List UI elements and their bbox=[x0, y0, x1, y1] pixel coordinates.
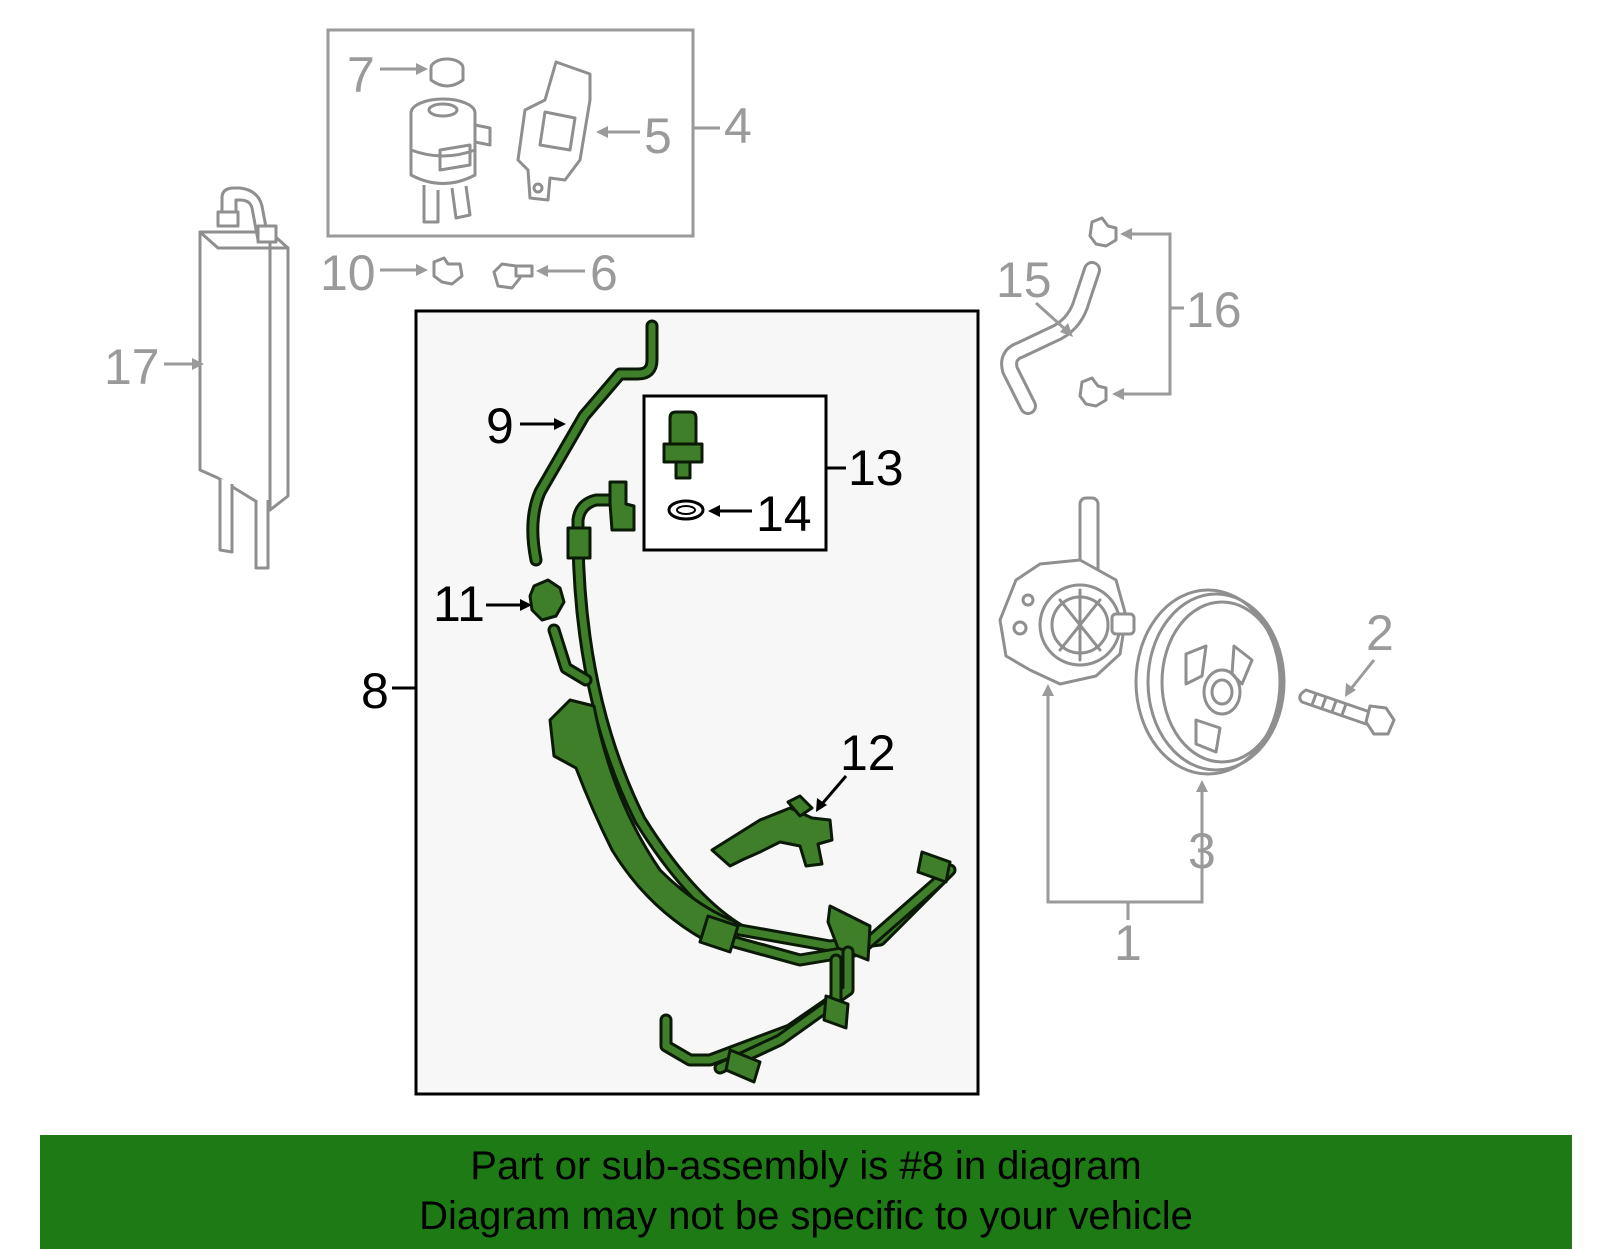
reservoir-part bbox=[409, 97, 492, 224]
banner-line-2: Diagram may not be specific to your vehi… bbox=[419, 1194, 1193, 1238]
callout-16: 16 bbox=[1186, 282, 1242, 338]
callout-9: 9 bbox=[486, 398, 514, 454]
callout-10-arrowhead bbox=[416, 264, 428, 276]
callout-10: 10 bbox=[320, 245, 376, 301]
callout-12-arrow bbox=[820, 775, 848, 805]
callout-11-arrowhead bbox=[520, 599, 532, 611]
callout-11: 11 bbox=[433, 576, 485, 632]
callout-12-arrowhead bbox=[816, 798, 827, 812]
callout-15-arrow bbox=[1034, 301, 1068, 332]
callout-2-arrow bbox=[1348, 659, 1376, 691]
hose-clamp-lower-part bbox=[1078, 376, 1108, 408]
reservoir-bracket-part bbox=[516, 60, 592, 202]
hose-clamp-green-part bbox=[528, 578, 566, 622]
callout-4: 4 bbox=[724, 98, 752, 154]
pressure-tube-part bbox=[526, 319, 659, 567]
callout-2: 2 bbox=[1366, 605, 1394, 661]
callout-1-arrowhead-pump bbox=[1042, 684, 1054, 696]
callout-1-bracket bbox=[1046, 692, 1204, 904]
pulley-bolt-part bbox=[1298, 688, 1396, 736]
callout-3: 3 bbox=[1188, 823, 1216, 879]
callout-5: 5 bbox=[644, 108, 672, 164]
callout-1: 1 bbox=[1114, 915, 1142, 971]
clamp-part bbox=[432, 256, 464, 286]
callout-7: 7 bbox=[347, 47, 375, 103]
return-hose-part bbox=[1000, 261, 1101, 415]
group-4-box bbox=[326, 28, 695, 238]
cooler-part bbox=[198, 186, 290, 570]
pressure-switch-part bbox=[662, 410, 704, 480]
callout-17: 17 bbox=[104, 339, 160, 395]
info-banner: Part or sub-assembly is #8 in diagram Di… bbox=[40, 1135, 1572, 1249]
callout-5-arrowhead bbox=[596, 126, 608, 138]
callout-16-arrowhead-bottom bbox=[1112, 388, 1124, 400]
pressure-hose-assembly-part bbox=[547, 480, 957, 1084]
o-ring-part bbox=[667, 499, 705, 521]
power-steering-pump-part bbox=[998, 496, 1136, 686]
callout-9-arrowhead bbox=[554, 418, 566, 430]
hose-bracket-part bbox=[710, 794, 834, 868]
callout-3-arrowhead bbox=[1196, 780, 1208, 792]
callout-2-arrowhead bbox=[1345, 683, 1356, 697]
hose-clamp-upper-part bbox=[1088, 216, 1118, 248]
bolt-part bbox=[492, 262, 534, 290]
callout-16-bracket bbox=[1120, 232, 1172, 396]
callout-15: 15 bbox=[996, 252, 1052, 308]
callout-13: 13 bbox=[848, 440, 904, 496]
reservoir-cap-part bbox=[429, 57, 465, 88]
callout-7-arrowhead bbox=[416, 63, 428, 75]
callout-14-arrowhead bbox=[708, 505, 720, 517]
callout-12: 12 bbox=[840, 725, 896, 781]
callout-17-arrowhead bbox=[192, 358, 204, 370]
callout-16-arrowhead-top bbox=[1120, 228, 1132, 240]
banner-line-1: Part or sub-assembly is #8 in diagram bbox=[470, 1144, 1142, 1188]
callout-14: 14 bbox=[756, 486, 812, 542]
pulley-part bbox=[1134, 588, 1286, 776]
callout-15-arrowhead bbox=[1060, 323, 1073, 337]
callout-6: 6 bbox=[590, 245, 618, 301]
callout-6-arrowhead bbox=[536, 265, 548, 277]
callout-8: 8 bbox=[361, 663, 389, 719]
